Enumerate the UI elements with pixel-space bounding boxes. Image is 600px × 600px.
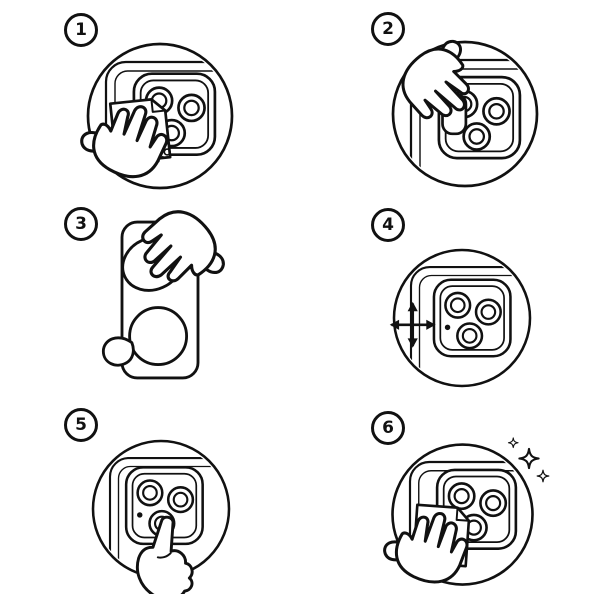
step-4-number: 4 — [382, 215, 394, 235]
step-1-badge: 1 — [64, 13, 98, 47]
step-5-illustration — [76, 424, 246, 594]
step-3-number: 3 — [75, 214, 87, 234]
step-1-illustration — [73, 26, 250, 206]
step-2-illustration — [389, 29, 555, 204]
sparkle-icon — [518, 447, 540, 470]
step-1-number: 1 — [75, 20, 87, 40]
sparkle-icon — [536, 469, 550, 483]
step-6-badge: 6 — [371, 411, 405, 445]
step-5-number: 5 — [75, 415, 87, 435]
camera-module-icon — [432, 278, 512, 358]
step-2-badge: 2 — [371, 12, 405, 46]
step-3-illustration — [99, 205, 237, 380]
step-3-badge: 3 — [64, 207, 98, 241]
lens-area-icon — [128, 306, 189, 367]
step-2-number: 2 — [382, 19, 394, 39]
step-6-number: 6 — [382, 418, 394, 438]
sparkle-icon — [507, 437, 519, 449]
step-4-badge: 4 — [371, 208, 405, 242]
step-6-illustration — [377, 437, 550, 600]
step-4-illustration — [388, 233, 547, 403]
step-5-badge: 5 — [64, 408, 98, 442]
